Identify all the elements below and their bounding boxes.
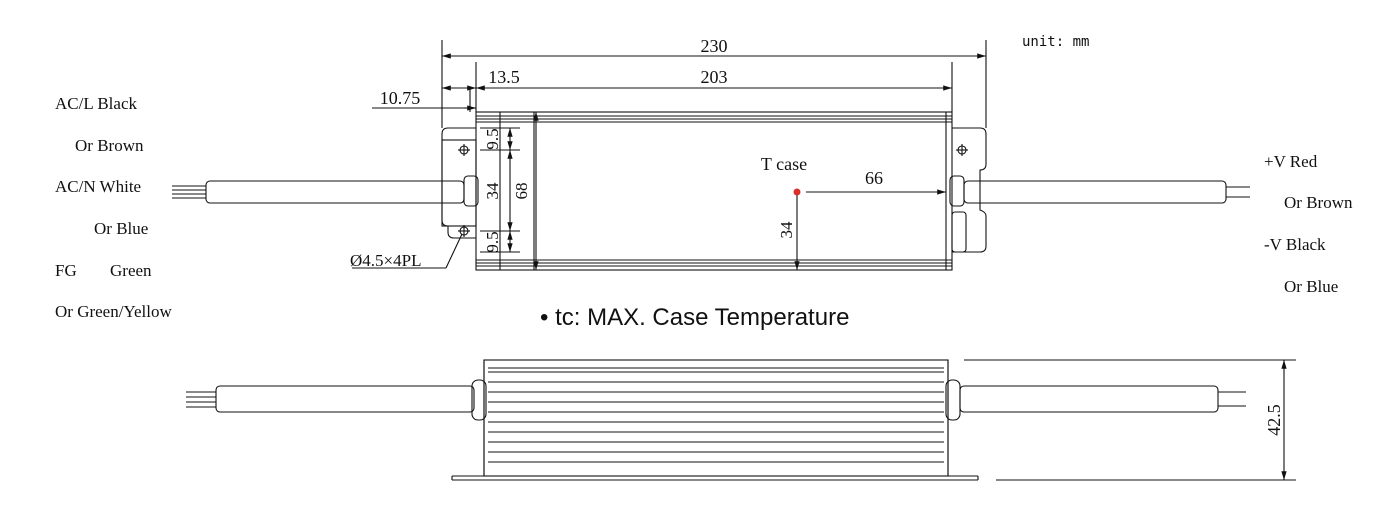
dim-tcase-x: 66 xyxy=(865,168,883,188)
left-flange xyxy=(441,127,476,239)
output-cable-side xyxy=(959,385,1219,413)
output-wire-label: +V Red xyxy=(1264,152,1318,171)
tcase-label: T case xyxy=(761,154,807,174)
dim-offset-b: 10.75 xyxy=(380,88,421,108)
output-wire-label: -V Black xyxy=(1264,235,1326,254)
unit-label: unit: mm xyxy=(1022,34,1090,50)
dim-overall-length: 230 xyxy=(701,36,728,56)
input-cable-top xyxy=(205,180,465,204)
dim-height: 42.5 xyxy=(1264,404,1284,436)
input-cable-side xyxy=(215,385,475,413)
dim-body-length: 203 xyxy=(701,67,728,87)
dim-mount-spacing: 34 xyxy=(483,182,502,200)
top-view-body xyxy=(475,111,953,271)
input-wire-label: Or Green/Yellow xyxy=(55,302,172,321)
output-wire-label: Or Brown xyxy=(1284,193,1353,212)
heatsink-fins xyxy=(488,367,944,463)
input-wire-label: Green xyxy=(110,261,152,280)
dim-body-width: 68 xyxy=(512,183,531,200)
input-wire-label: FG xyxy=(55,261,77,280)
dim-tcase-y: 34 xyxy=(777,221,796,239)
flange-tab-left xyxy=(441,139,477,227)
dim-mount-offset-top: 9.5 xyxy=(483,128,502,149)
input-wire-label: Or Brown xyxy=(75,136,144,155)
input-wire-label: AC/N White xyxy=(55,177,142,196)
side-view-body xyxy=(483,359,949,477)
right-flange xyxy=(952,127,987,253)
output-cable-top xyxy=(963,180,1227,204)
tcase-point xyxy=(793,188,801,196)
output-wire-label: Or Blue xyxy=(1284,277,1339,296)
dim-mount-offset-bottom: 9.5 xyxy=(483,231,502,252)
input-wire-label: AC/L Black xyxy=(55,94,137,113)
hole-callout: Ø4.5×4PL xyxy=(350,251,421,270)
dim-offset-a: 13.5 xyxy=(488,67,520,87)
input-wire-label: Or Blue xyxy=(94,219,149,238)
case-temperature-note: • tc: MAX. Case Temperature xyxy=(540,304,850,331)
